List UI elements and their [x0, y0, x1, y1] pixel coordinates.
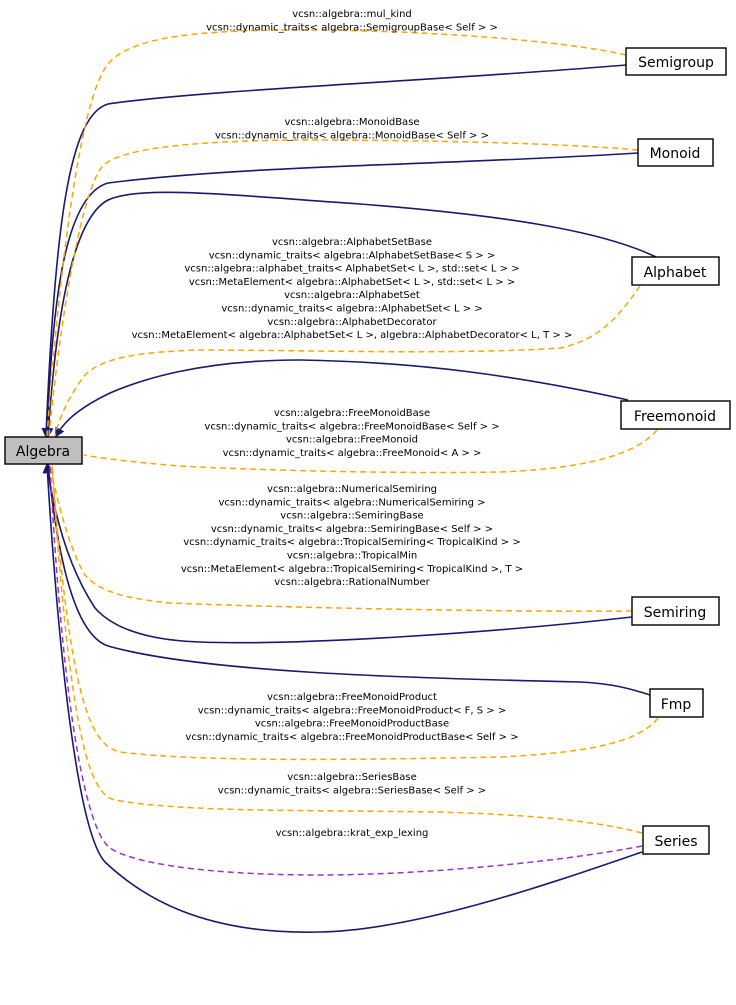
- node-fmp[interactable]: Fmp: [649, 688, 704, 718]
- edge-dashed-alphabet: [54, 285, 641, 437]
- edge-label-line: vcsn::dynamic_traits< algebra::FreeMonoi…: [223, 448, 482, 459]
- node-fmp-label: Fmp: [661, 697, 692, 713]
- edge-fmp: [43, 463, 651, 696]
- edge-label-line: vcsn::dynamic_traits< algebra::Semigroup…: [206, 22, 498, 33]
- edge-label-line: vcsn::algebra::FreeMonoidProductBase: [255, 719, 449, 730]
- edge-label-line: vcsn::dynamic_traits< algebra::SemiringB…: [211, 524, 493, 535]
- edge-label-line: vcsn::algebra::MonoidBase: [284, 117, 419, 128]
- node-semigroup[interactable]: Semigroup: [625, 47, 727, 76]
- edge-label-line: vcsn::algebra::NumericalSemiring: [267, 484, 437, 495]
- node-freemonoid-label: Freemonoid: [634, 409, 716, 425]
- edge-label-line: vcsn::algebra::SemiringBase: [280, 511, 423, 522]
- edge-freemonoid: [55, 359, 629, 438]
- node-algebra[interactable]: Algebra: [4, 436, 83, 465]
- edge-dashed-freemonoid: [83, 429, 658, 474]
- node-series-label: Series: [654, 834, 697, 850]
- edge-label-line: vcsn::algebra::FreeMonoid: [286, 435, 418, 446]
- edge-label-line: vcsn::dynamic_traits< algebra::AlphabetS…: [209, 250, 495, 261]
- edge-label-line: vcsn::MetaElement< algebra::AlphabetSet<…: [189, 277, 515, 288]
- edge-semigroup: [41, 64, 627, 438]
- edge-label-line: vcsn::dynamic_traits< algebra::Numerical…: [219, 497, 486, 508]
- edge-dashed-semigroup: [46, 29, 627, 437]
- edge-semiring: [43, 463, 633, 644]
- edge-label-line: vcsn::algebra::SeriesBase: [287, 772, 417, 783]
- edge-label-line: vcsn::dynamic_traits< algebra::FreeMonoi…: [185, 732, 518, 743]
- node-algebra-label: Algebra: [16, 444, 70, 460]
- edge-label-line: vcsn::algebra::FreeMonoidBase: [274, 408, 430, 419]
- edge-label-line: vcsn::dynamic_traits< algebra::MonoidBas…: [215, 130, 489, 141]
- node-monoid[interactable]: Monoid: [637, 138, 714, 167]
- node-semigroup-label: Semigroup: [638, 55, 714, 71]
- edge-label-line: vcsn::dynamic_traits< algebra::TropicalS…: [183, 537, 520, 548]
- edge-label-line: vcsn::algebra::AlphabetSet: [284, 290, 420, 301]
- edge-label-line: vcsn::MetaElement< algebra::TropicalSemi…: [181, 564, 523, 575]
- edge-monoid: [42, 152, 639, 438]
- edge-label-line: vcsn::algebra::krat_exp_lexing: [276, 828, 429, 839]
- edge-dashed-semiring: [49, 464, 633, 612]
- node-alphabet[interactable]: Alphabet: [631, 256, 720, 286]
- edge-label-line: vcsn::algebra::RationalNumber: [274, 577, 430, 588]
- edge-dashed-monoid: [48, 139, 639, 437]
- edge-label-line: vcsn::dynamic_traits< algebra::AlphabetS…: [221, 304, 482, 315]
- edge-label-line: vcsn::algebra::AlphabetSetBase: [272, 237, 432, 248]
- edge-dashed-fmp: [51, 464, 659, 761]
- node-semiring-label: Semiring: [644, 605, 706, 621]
- node-semiring[interactable]: Semiring: [631, 596, 720, 626]
- edge-alphabet: [43, 191, 657, 438]
- edge-label-line: vcsn::MetaElement< algebra::AlphabetSet<…: [132, 330, 573, 341]
- edge-label-line: vcsn::algebra::AlphabetDecorator: [267, 317, 437, 328]
- edge-label-series-purple: vcsn::algebra::krat_exp_lexing: [276, 828, 429, 839]
- node-freemonoid[interactable]: Freemonoid: [620, 400, 731, 430]
- edge-label-line: vcsn::algebra::mul_kind: [292, 9, 412, 20]
- edge-purple-series: [49, 464, 643, 876]
- node-monoid-label: Monoid: [650, 146, 701, 162]
- edge-label-line: vcsn::dynamic_traits< algebra::FreeMonoi…: [198, 705, 506, 716]
- edge-series: [42, 463, 643, 933]
- node-series[interactable]: Series: [642, 825, 710, 855]
- edge-label-line: vcsn::dynamic_traits< algebra::SeriesBas…: [218, 785, 486, 796]
- edge-label-line: vcsn::algebra::FreeMonoidProduct: [267, 692, 437, 703]
- node-alphabet-label: Alphabet: [644, 265, 707, 281]
- edge-label-line: vcsn::algebra::alphabet_traits< Alphabet…: [184, 264, 519, 275]
- edge-label-line: vcsn::dynamic_traits< algebra::FreeMonoi…: [204, 421, 499, 432]
- edge-label-line: vcsn::algebra::TropicalMin: [287, 551, 417, 562]
